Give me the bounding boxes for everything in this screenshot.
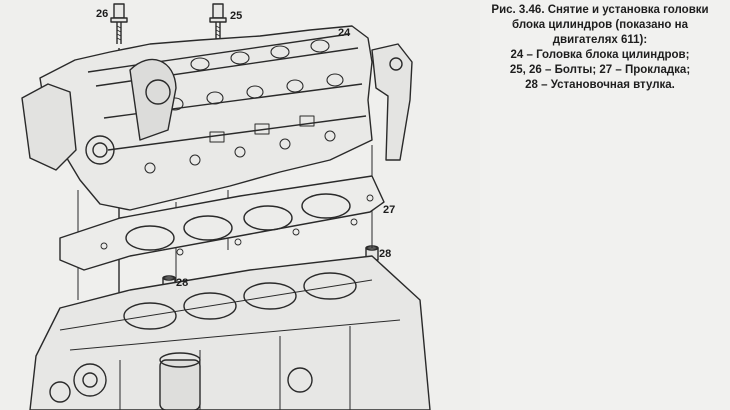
caption-legend-line: 24 – Головка блока цилиндров;: [510, 49, 690, 61]
callout-27: 27: [383, 204, 396, 216]
figure-caption: Рис. 3.46. Снятие и установка головки бл…: [476, 3, 724, 93]
callout-28-right: 28: [379, 248, 392, 260]
caption-legend-line: 28 – Установочная втулка.: [525, 79, 675, 91]
head-gasket-drawing: [59, 175, 385, 271]
caption-title-line: Рис. 3.46. Снятие и установка головки: [491, 4, 709, 16]
cylinder-block-drawing: [29, 255, 431, 410]
callout-25: 25: [230, 10, 243, 22]
callout-24: 24: [338, 27, 351, 39]
exploded-view-illustration: 26 25 24 27 28 28: [21, 3, 431, 410]
caption-title-line: двигателях 611):: [552, 34, 648, 46]
caption-title-line: блока цилиндров (показано на: [512, 19, 688, 31]
cylinder-head-drawing: [21, 25, 413, 211]
caption-legend-line: 25, 26 – Болты; 27 – Прокладка;: [509, 64, 691, 76]
callout-26: 26: [96, 8, 109, 20]
engine-drawing: [21, 3, 431, 410]
callout-28-left: 28: [176, 277, 189, 289]
